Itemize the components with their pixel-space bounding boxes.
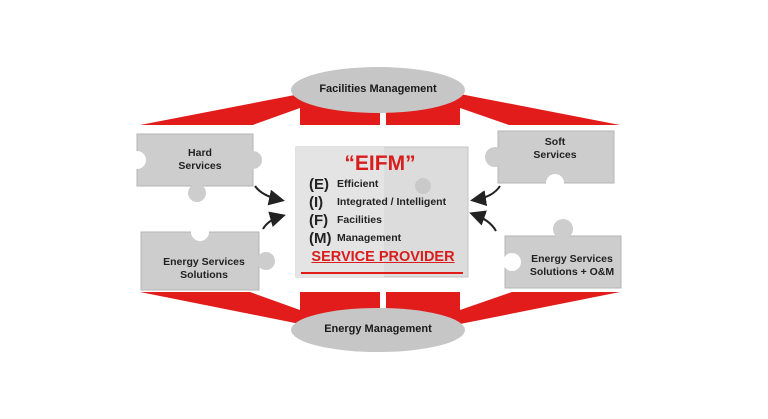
eifm-row-m: (M) Management: [309, 229, 401, 247]
arrow-soft-to-center: [470, 185, 501, 207]
energy-management-label: Energy Management: [324, 323, 432, 335]
arrow-hard-to-center: [254, 185, 285, 206]
esom-line-2: Solutions + O&M: [529, 266, 615, 278]
eifm-row-f: (F) Facilities: [309, 211, 382, 229]
row-word: Efficient: [337, 178, 379, 190]
energy-services-om-piece: [503, 219, 622, 289]
facilities-management-label: Facilities Management: [319, 83, 437, 95]
arrow-esom-to-center: [469, 210, 497, 232]
facilities-management-oval: [291, 67, 465, 113]
row-letter: (E): [309, 175, 329, 193]
arrows: [254, 185, 501, 232]
hard-services-line-1: Hard: [188, 147, 212, 159]
row-letter: (F): [309, 211, 329, 229]
center-box: [295, 146, 469, 278]
hard-services-label: Hard Services: [160, 147, 240, 173]
row-word: Management: [337, 232, 402, 244]
soft-services-label: Soft Services: [515, 136, 595, 162]
energy-services-om-label: Energy Services Solutions + O&M: [520, 253, 624, 279]
soft-services-piece: [485, 130, 615, 192]
row-word: Facilities: [337, 214, 382, 226]
eifm-title: “EIFM”: [344, 152, 416, 175]
arrow-esol-to-center: [262, 211, 286, 230]
energy-services-solutions-label: Energy Services Solutions: [152, 256, 256, 282]
row-letter: (I): [309, 193, 324, 211]
esol-line-2: Solutions: [180, 269, 228, 281]
hard-services-line-2: Services: [178, 160, 222, 172]
row-word: Integrated / Intelligent: [337, 196, 447, 208]
soft-services-line-2: Services: [533, 149, 577, 161]
row-letter: (M): [309, 229, 332, 247]
eifm-row-e: (E) Efficient: [309, 175, 378, 193]
energy-management-oval: [291, 308, 465, 352]
soft-services-line-1: Soft: [544, 136, 566, 148]
energy-services-solutions-piece: [140, 223, 275, 291]
eifm-row-i: (I) Integrated / Intelligent: [309, 193, 446, 211]
esol-line-1: Energy Services: [163, 256, 245, 268]
hard-services-piece: [128, 133, 262, 202]
esom-line-1: Energy Services: [531, 253, 613, 265]
service-provider-label: SERVICE PROVIDER: [311, 249, 455, 265]
